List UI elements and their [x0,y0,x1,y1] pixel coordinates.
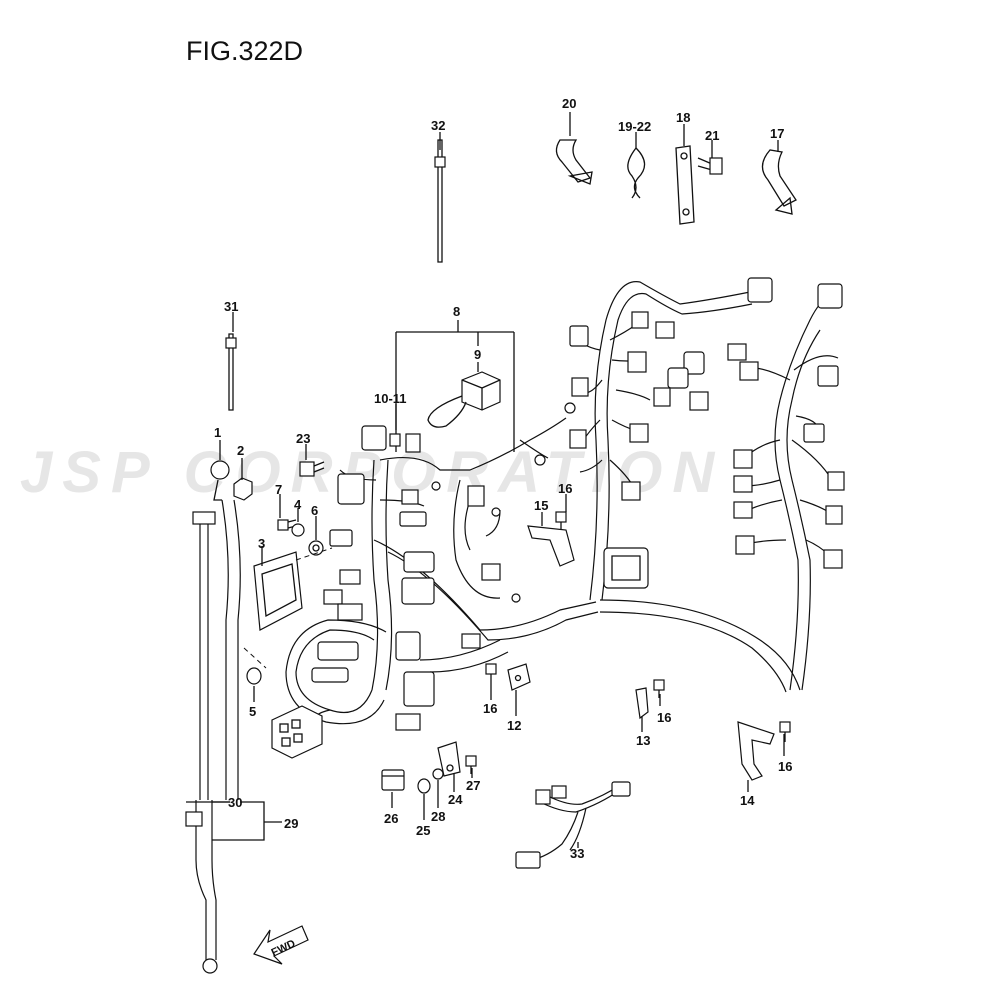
callout-24: 24 [448,792,463,807]
part-4-washer[interactable] [291,523,305,537]
callout-31: 31 [224,299,238,314]
part-18-bracket[interactable] [675,145,695,225]
callout-13: 13 [636,733,650,748]
callout-19-22: 19-22 [618,119,651,134]
part-23-bolt[interactable] [299,461,325,477]
part-26-cap[interactable] [381,769,405,791]
part-9-relay[interactable] [427,371,501,428]
part-25-grommet[interactable] [417,778,431,794]
part-16-bolt-c[interactable] [653,679,665,698]
callout-12: 12 [507,718,521,733]
callout-28: 28 [431,809,445,824]
callout-16-a: 16 [558,481,572,496]
callout-6: 6 [311,503,318,518]
part-5-grommet[interactable] [243,647,267,685]
callout-29: 29 [284,816,298,831]
callout-5: 5 [249,704,256,719]
callout-4: 4 [294,497,302,512]
callout-8: 8 [453,304,460,319]
harness-connectors[interactable] [271,277,845,759]
watermark-text: JSP CORPORATION [20,440,724,505]
callout-27: 27 [466,778,480,793]
callout-15: 15 [534,498,548,513]
part-33-sub-harness[interactable] [515,781,631,869]
part-3-plate[interactable] [253,547,333,631]
part-14-bracket[interactable] [737,721,775,781]
part-24-bracket[interactable] [437,741,461,777]
part-12-plate[interactable] [507,663,531,691]
callout-21: 21 [705,128,719,143]
figure-title: FIG.322D [186,36,304,66]
callout-26: 26 [384,811,398,826]
bracket-8 [395,320,515,452]
part-16-bolt-a[interactable] [555,511,567,530]
part-6-nut[interactable] [308,540,324,556]
callout-33: 33 [570,846,584,861]
part-32-cable-tie[interactable] [434,139,446,263]
part-13-plate[interactable] [635,687,649,720]
fwd-arrow: FWD [253,925,309,965]
leader-lines [212,112,785,848]
callout-3: 3 [258,536,265,551]
callout-9: 9 [474,347,481,362]
callout-17: 17 [770,126,784,141]
callout-23: 23 [296,431,310,446]
callout-14: 14 [740,793,755,808]
callout-10-11: 10-11 [374,391,407,406]
part-17-clamp[interactable] [761,149,797,215]
callout-16-c: 16 [657,710,671,725]
part-20-clamp[interactable] [555,139,593,185]
part-2-nut[interactable] [233,477,253,501]
callout-1: 1 [214,425,221,440]
callout-2: 2 [237,443,244,458]
callout-18: 18 [676,110,690,125]
callout-7: 7 [275,482,282,497]
part-16-bolt-d[interactable] [779,721,791,742]
part-15-bracket[interactable] [527,525,575,567]
callout-labels: 1 2 3 4 5 6 7 8 9 10-11 12 13 14 15 16 1… [214,96,792,861]
callout-16-b: 16 [483,701,497,716]
part-28-collar[interactable] [432,768,444,780]
watermark: JSP CORPORATION [20,440,724,505]
part-19-22-clip[interactable] [627,147,646,199]
callout-25: 25 [416,823,430,838]
callout-30: 30 [228,795,242,810]
part-31-cable-tie[interactable] [225,333,237,411]
callout-16-d: 16 [778,759,792,774]
part-27-bolt[interactable] [465,755,477,774]
part-1-terminal[interactable] [210,460,230,501]
callout-32: 32 [431,118,445,133]
part-16-bolt-b[interactable] [485,663,497,686]
part-21-bolt[interactable] [697,157,723,175]
battery-cables[interactable] [185,499,241,974]
callout-20: 20 [562,96,576,111]
